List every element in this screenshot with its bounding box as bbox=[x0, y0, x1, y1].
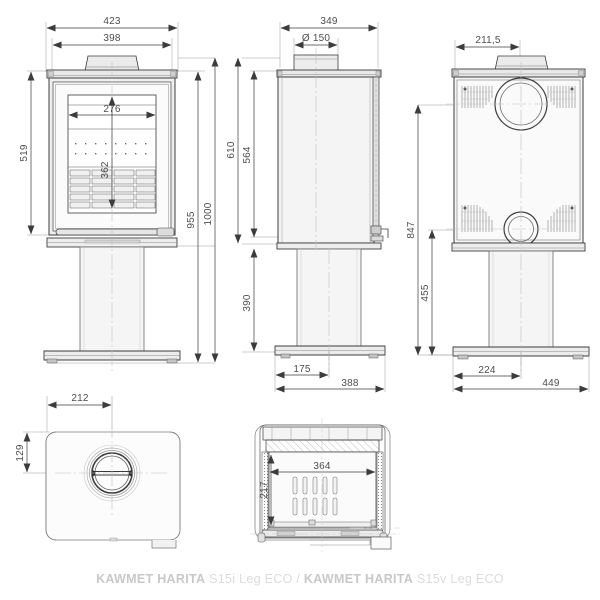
section-door-strip bbox=[257, 529, 392, 550]
dimension-398: 398 bbox=[52, 33, 172, 49]
dimension-519: 519 bbox=[19, 71, 35, 235]
caption-brand-1: KAWMET HARITA bbox=[96, 572, 206, 586]
dimension-217: 217 bbox=[259, 454, 275, 526]
side-base-witness bbox=[274, 351, 386, 392]
dimension-129-label: 129 bbox=[15, 444, 26, 462]
front-dot-rows bbox=[75, 143, 147, 155]
dimension-449: 449 bbox=[453, 378, 589, 393]
section-grate-slots bbox=[292, 476, 338, 516]
section-view: 364 217 bbox=[250, 418, 400, 552]
dimension-388: 388 bbox=[275, 378, 385, 393]
caption-model-2: S15v Leg ECO bbox=[413, 572, 504, 586]
front-door-handle bbox=[55, 227, 175, 237]
dimension-212-label: 212 bbox=[71, 393, 89, 404]
back-body bbox=[453, 76, 584, 244]
dimension-349-label: 349 bbox=[320, 16, 338, 27]
caption-separator: / bbox=[292, 572, 304, 586]
dimension-flue-diameter-label: Ø 150 bbox=[302, 33, 330, 44]
dimension-390-label: 390 bbox=[242, 294, 253, 312]
dimension-flue-diameter: Ø 150 bbox=[294, 33, 338, 49]
dimension-423: 423 bbox=[46, 16, 178, 32]
side-door-edge bbox=[370, 76, 389, 242]
back-bottom-plate bbox=[451, 242, 586, 252]
dimension-349: 349 bbox=[280, 16, 378, 32]
front-firebrick-grid bbox=[69, 169, 156, 209]
back-base-witness bbox=[452, 352, 590, 392]
dimension-455-label: 455 bbox=[420, 284, 431, 302]
caption-model-1: S15i Leg ECO bbox=[205, 572, 293, 586]
back-view: 211,5 bbox=[406, 35, 590, 393]
top-base-foot bbox=[109, 537, 177, 549]
side-base-plate bbox=[274, 345, 386, 359]
dimension-211-5: 211,5 bbox=[455, 35, 520, 51]
dimension-390: 390 bbox=[242, 248, 258, 352]
dimension-1000-label: 1000 bbox=[203, 202, 214, 225]
section-baffle bbox=[262, 426, 383, 453]
dimension-388-label: 388 bbox=[341, 378, 359, 389]
front-witness-lines bbox=[27, 22, 215, 364]
dimension-455: 455 bbox=[420, 229, 436, 356]
section-chamber bbox=[268, 451, 377, 529]
front-view: 423 398 bbox=[19, 16, 219, 372]
back-lower-vents bbox=[461, 205, 576, 232]
side-body bbox=[277, 76, 375, 244]
dimension-564-label: 564 bbox=[242, 146, 253, 164]
dimension-423-label: 423 bbox=[103, 16, 121, 27]
side-view: 349 Ø 150 bbox=[226, 16, 389, 393]
top-view: 212 129 bbox=[15, 393, 181, 549]
dimension-564: 564 bbox=[242, 70, 258, 238]
dimension-224: 224 bbox=[453, 365, 521, 380]
dimension-129: 129 bbox=[15, 432, 31, 473]
side-top-plate bbox=[276, 69, 382, 78]
dimension-847-label: 847 bbox=[406, 221, 417, 239]
drawing-caption: KAWMET HARITA S15i Leg ECO / KAWMET HARI… bbox=[0, 572, 600, 586]
back-flue-collar bbox=[494, 55, 549, 71]
dimension-955: 955 bbox=[186, 71, 202, 363]
dimension-175-label: 175 bbox=[293, 364, 311, 375]
back-upper-vents bbox=[461, 86, 576, 108]
dimension-955-label: 955 bbox=[186, 211, 197, 229]
dimension-217-label: 217 bbox=[259, 481, 270, 499]
dimension-224-label: 224 bbox=[478, 365, 496, 376]
dimension-449-label: 449 bbox=[542, 378, 560, 389]
dimension-175: 175 bbox=[275, 364, 329, 379]
dimension-610: 610 bbox=[226, 57, 242, 244]
caption-container: KAWMET HARITA S15i Leg ECO / KAWMET HARI… bbox=[0, 572, 600, 586]
caption-brand-2: KAWMET HARITA bbox=[303, 572, 414, 586]
dimension-362-label: 362 bbox=[100, 161, 111, 179]
dimension-610-label: 610 bbox=[226, 141, 237, 159]
dimension-212: 212 bbox=[47, 393, 112, 409]
dimension-519-label: 519 bbox=[19, 144, 30, 162]
dimension-398-label: 398 bbox=[103, 33, 121, 44]
dimension-211-5-label: 211,5 bbox=[475, 35, 501, 46]
dimension-362: 362 bbox=[100, 96, 116, 209]
back-top-plate bbox=[451, 68, 586, 78]
dimension-1000: 1000 bbox=[203, 57, 219, 363]
dimension-847: 847 bbox=[406, 104, 422, 356]
